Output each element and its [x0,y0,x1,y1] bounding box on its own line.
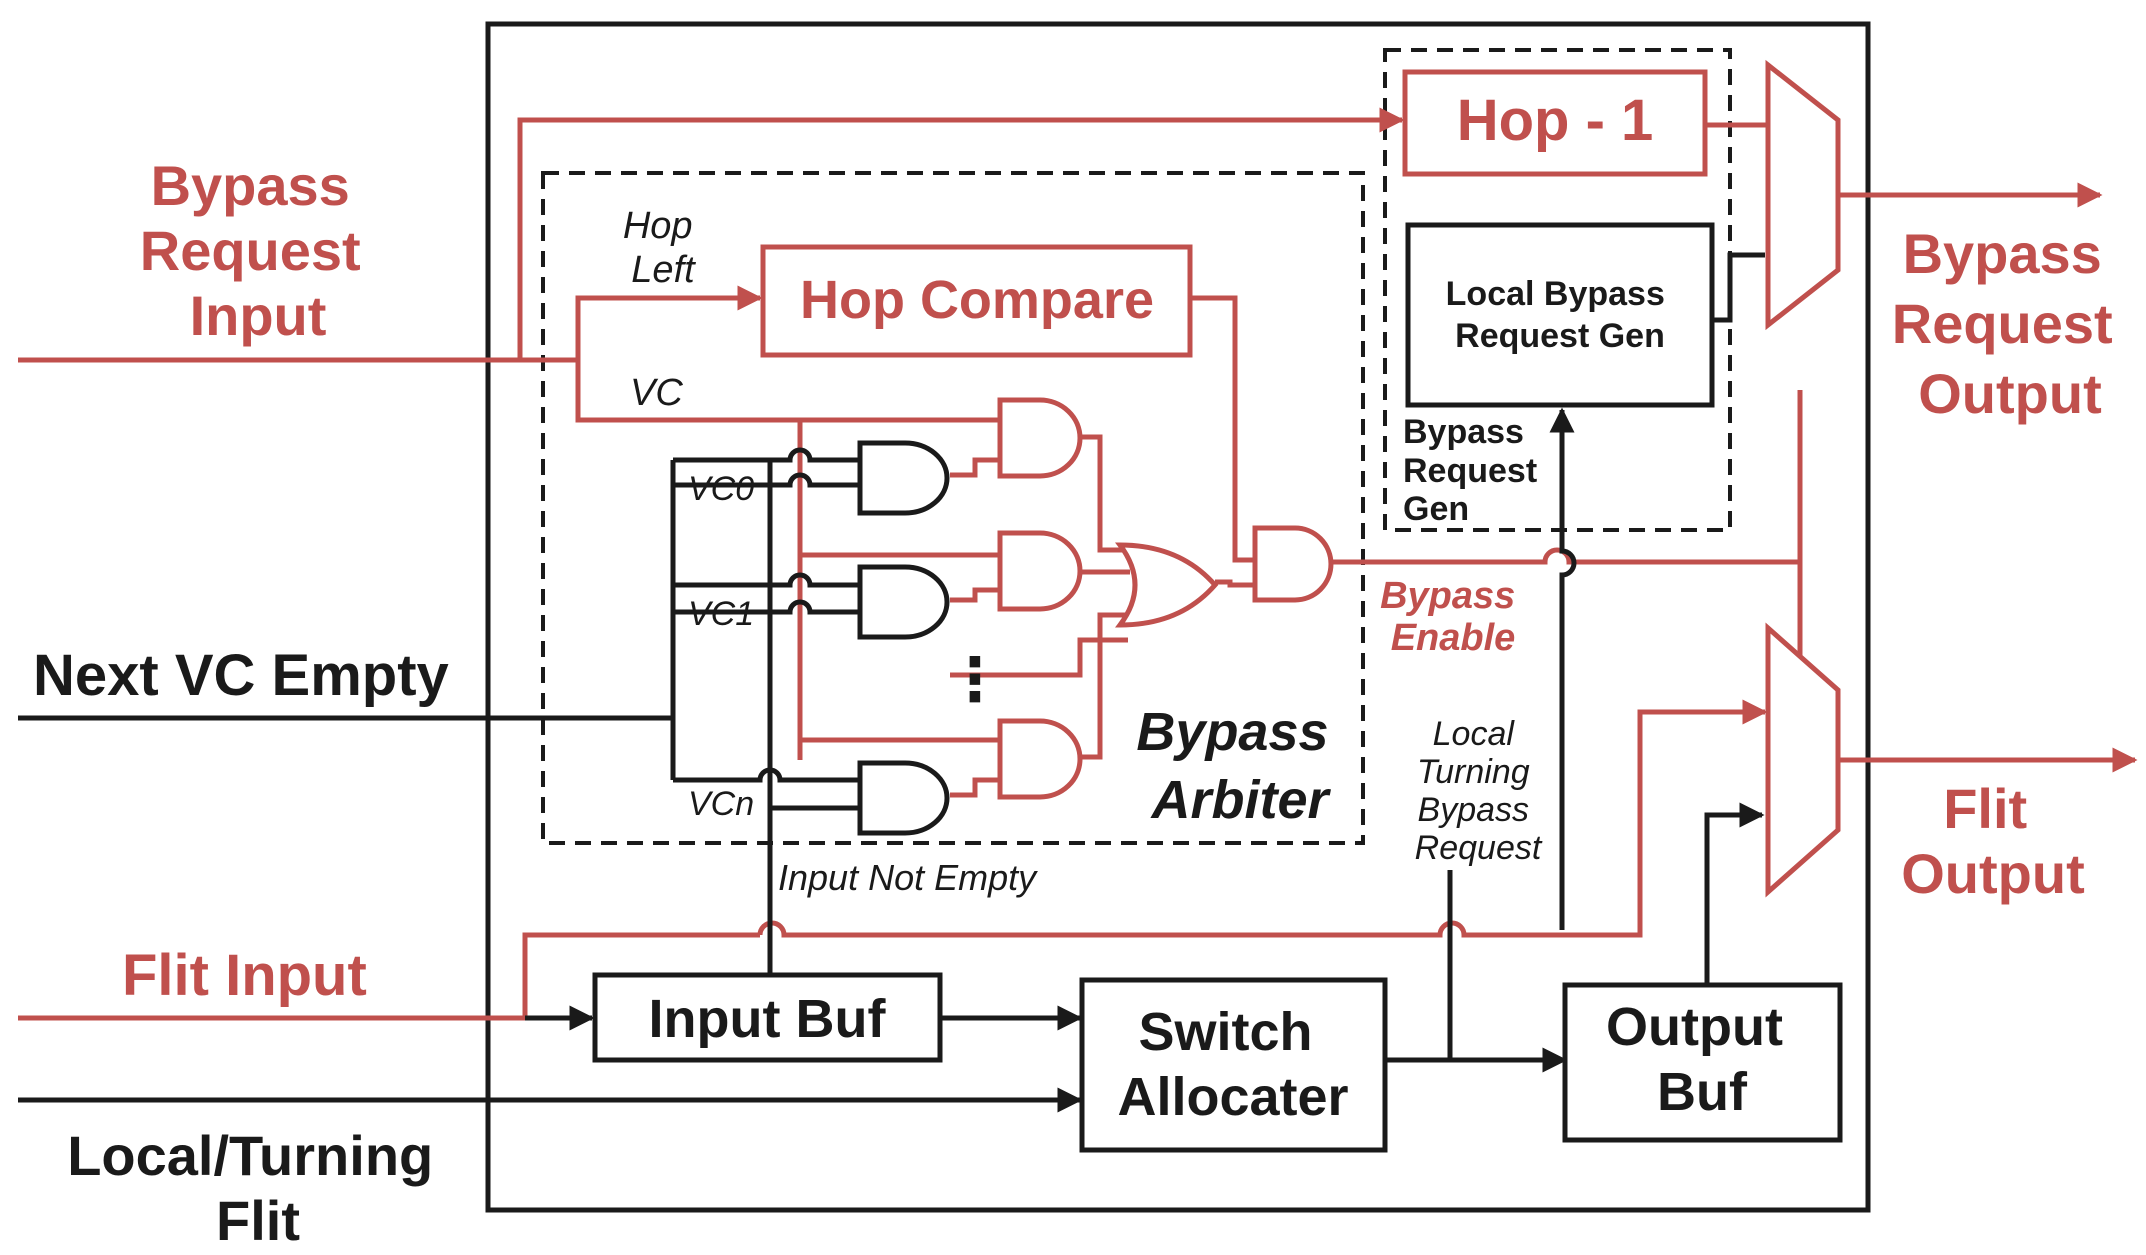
switch-allocater-text-1: Switch [1138,1002,1312,1062]
bypass-request-output-label-3: Output [1918,362,2101,425]
svg-text:Bypass Enable: Bypass Enable [1380,575,1526,659]
output-buf-text-2: Buf [1657,1062,1748,1122]
vc-label: VC [630,372,683,414]
svg-text:Bypass Request Output: Bypass Request Output [1892,222,2129,425]
bypass-enable-label-1: Bypass [1380,575,1515,617]
and-gate-vc0 [857,440,950,516]
svg-text:Local Turning Bypass: Local Turning Bypass Request [1415,715,1543,867]
vc1-label: VC1 [688,595,754,633]
bypass-arbiter-text-2: Arbiter [1149,770,1331,830]
output-buf-text-1: Output [1606,997,1783,1057]
local-turning-flit-label-2: Flit [216,1189,300,1252]
vc0-label: VC0 [688,470,754,508]
hop-minus-one-text: Hop - 1 [1457,88,1654,153]
bypass-request-mux [1765,59,1841,331]
next-vc-empty-label: Next VC Empty [33,643,449,708]
bypass-arbiter-text-1: Bypass [1136,702,1328,762]
svg-text:Flit Output: Flit Output [1901,777,2084,905]
and-gate-vcn-red [997,718,1083,800]
and-gate-vcn [857,760,950,836]
switch-allocater-block [1079,977,1388,1153]
input-buf-text: Input Buf [649,989,887,1049]
local-bypass-request-gen-text-1: Local Bypass [1446,275,1665,313]
and-gate-final [1252,525,1334,603]
local-turning-bypass-request-label-1: Local [1433,715,1516,753]
input-buf-block [592,972,943,1063]
vcn-label: VCn [688,785,754,823]
local-bypass-request-gen-text-2: Request Gen [1455,317,1665,355]
hop-left-label-2: Left [631,249,696,291]
flit-output-mux [1765,622,1841,898]
local-turning-bypass-request-label-4: Request [1415,829,1543,867]
flit-output-label-2: Output [1901,842,2084,905]
bypass-request-gen-text-2: Request [1403,452,1537,490]
and-gate-vc1-red [997,530,1083,612]
output-buf-block [1562,982,1843,1143]
svg-text:Local Bypass Request Gen: Local Bypass Request Gen [1446,275,1675,355]
bypass-request-input-label-3: Input [190,284,327,347]
black-wires [18,252,1765,1113]
and-gate-vc0-red [997,397,1083,479]
switch-allocater-text-2: Allocater [1117,1067,1348,1127]
bypass-request-input-label-1: Bypass [151,154,350,217]
flit-output-label-1: Flit [1943,777,2027,840]
flit-input-label: Flit Input [122,943,367,1008]
and-gate-vc1 [857,564,950,640]
bypass-enable-label-2: Enable [1391,617,1516,659]
svg-text:Hop Left: Hop Left [623,205,703,291]
vc-ellipsis: ⋮ [945,646,1005,713]
red-wires [18,107,2138,1021]
bypass-request-output-label-1: Bypass [1903,222,2102,285]
input-not-empty-label: Input Not Empty [778,857,1038,898]
local-turning-bypass-request-label-3: Bypass [1418,791,1530,829]
svg-text:Output Buf: Output Buf [1606,997,1798,1122]
svg-text:Bypass Arbiter: Bypass Arbiter [1136,702,1343,830]
bypass-request-gen-text-1: Bypass [1403,413,1524,451]
svg-text:Local/Turning Flit: Local/Turning Flit [67,1124,449,1252]
or-gate [1115,542,1219,628]
local-bypass-request-gen-block [1405,222,1715,408]
hop-compare-text: Hop Compare [800,270,1154,330]
svg-text:Switch Allocater: Switch Allocater [1117,1002,1348,1127]
local-turning-bypass-request-label-2: Turning [1417,753,1530,791]
bypass-request-input-label-2: Request [140,219,361,282]
svg-text:Bypass Request Gen: Bypass Request Gen [1403,413,1547,528]
bypass-request-gen-text-3: Gen [1403,490,1469,528]
bypass-arbiter-region [541,171,1365,845]
router-box [485,21,1871,1213]
hop-minus-one-block [1402,69,1708,177]
hop-compare-block [760,244,1193,358]
bypass-request-output-label-2: Request [1892,292,2113,355]
local-turning-flit-label-1: Local/Turning [67,1124,433,1187]
hop-left-label-1: Hop [623,205,693,247]
svg-text:Bypass Request Input: Bypass Request Input [140,154,377,347]
